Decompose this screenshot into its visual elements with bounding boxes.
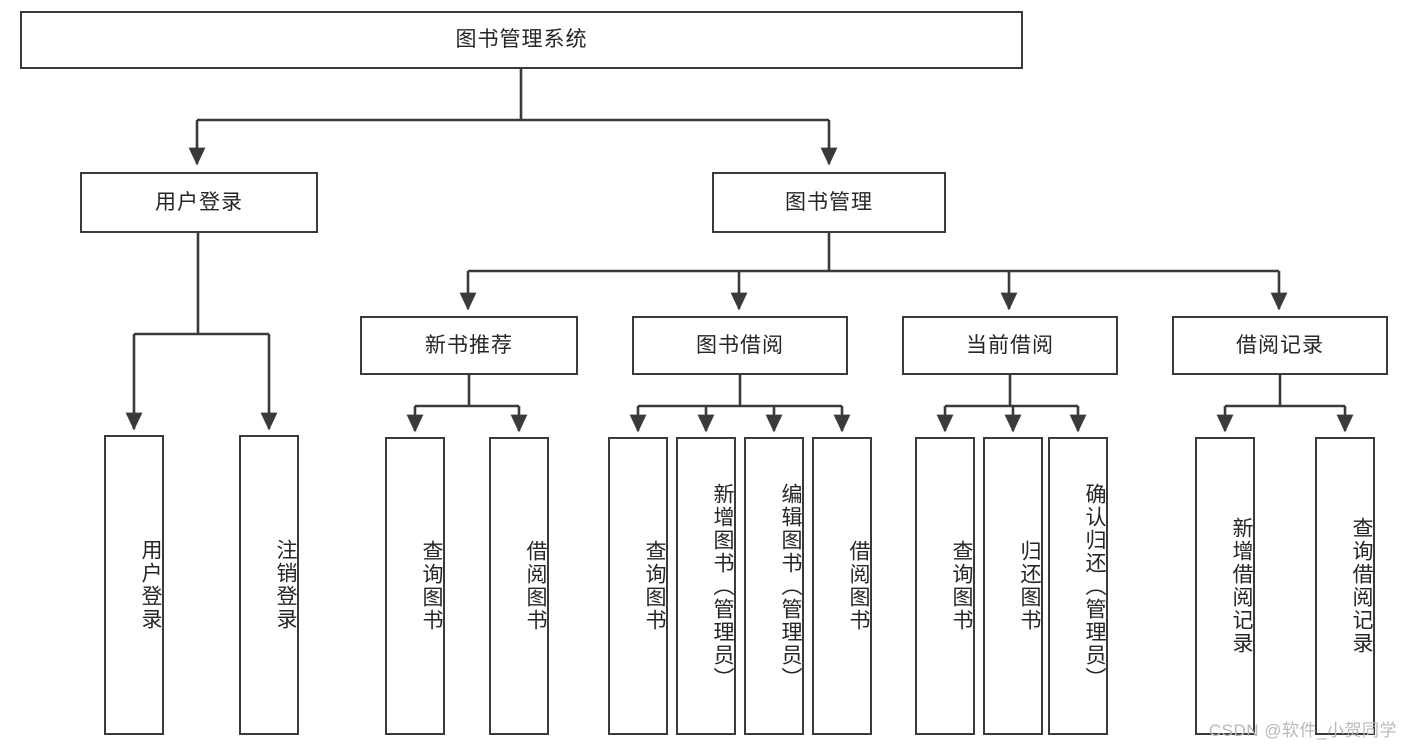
leaf-book-borrow-add-book[interactable]: 新增图书（管理员） [676, 437, 736, 735]
node-root-system[interactable]: 图书管理系统 [20, 11, 1023, 69]
node-label: 查询借阅记录 [1350, 517, 1373, 655]
node-label: 新增借阅记录 [1230, 517, 1253, 655]
leaf-current-borrow-query-book[interactable]: 查询图书 [915, 437, 975, 735]
node-label: 借阅图书 [847, 540, 870, 632]
node-label: 用户登录 [155, 190, 243, 214]
node-book-management[interactable]: 图书管理 [712, 172, 946, 233]
node-label: 当前借阅 [966, 333, 1054, 357]
leaf-user-login-signin[interactable]: 用户登录 [104, 435, 164, 735]
node-label: 新增图书（管理员） [711, 482, 734, 690]
node-label: 借阅记录 [1236, 333, 1324, 357]
node-borrow-record[interactable]: 借阅记录 [1172, 316, 1388, 375]
node-label: 图书管理 [785, 190, 873, 214]
leaf-book-borrow-query-book[interactable]: 查询图书 [608, 437, 668, 735]
node-label: 查询图书 [643, 540, 666, 632]
leaf-new-book-borrow-book[interactable]: 借阅图书 [489, 437, 549, 735]
node-label: 借阅图书 [524, 540, 547, 632]
leaf-book-borrow-edit-book[interactable]: 编辑图书（管理员） [744, 437, 804, 735]
node-label: 注销登录 [274, 539, 297, 631]
node-label: 归还图书 [1018, 540, 1041, 632]
node-user-login[interactable]: 用户登录 [80, 172, 318, 233]
node-label: 新书推荐 [425, 333, 513, 357]
leaf-borrow-record-query-record[interactable]: 查询借阅记录 [1315, 437, 1375, 735]
leaf-borrow-record-add-record[interactable]: 新增借阅记录 [1195, 437, 1255, 735]
node-current-borrow[interactable]: 当前借阅 [902, 316, 1118, 375]
leaf-user-login-signout[interactable]: 注销登录 [239, 435, 299, 735]
node-label: 确认归还（管理员） [1083, 482, 1106, 690]
node-new-book-recommend[interactable]: 新书推荐 [360, 316, 578, 375]
leaf-new-book-query-book[interactable]: 查询图书 [385, 437, 445, 735]
node-label: 查询图书 [420, 540, 443, 632]
node-label: 图书借阅 [696, 333, 784, 357]
node-label: 查询图书 [950, 540, 973, 632]
node-label: 编辑图书（管理员） [779, 482, 802, 690]
node-book-borrow[interactable]: 图书借阅 [632, 316, 848, 375]
node-label: 图书管理系统 [455, 28, 588, 52]
node-label: 用户登录 [139, 539, 162, 631]
csdn-watermark: CSDN @软件_小贺同学 [1208, 721, 1397, 740]
leaf-current-borrow-confirm-return[interactable]: 确认归还（管理员） [1048, 437, 1108, 735]
leaf-current-borrow-return-book[interactable]: 归还图书 [983, 437, 1043, 735]
leaf-book-borrow-borrow-book[interactable]: 借阅图书 [812, 437, 872, 735]
